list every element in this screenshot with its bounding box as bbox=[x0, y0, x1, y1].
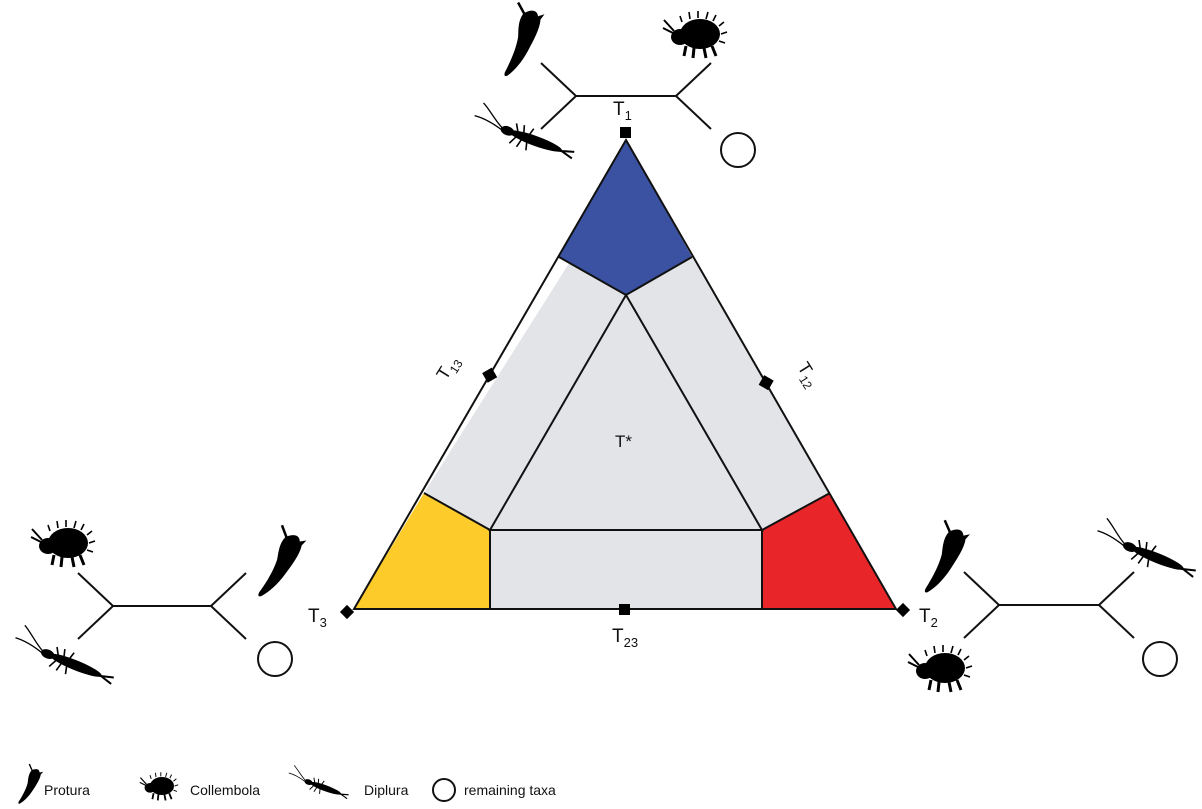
legend-label-diplura: Diplura bbox=[364, 782, 409, 798]
marker-t1 bbox=[620, 127, 631, 138]
label-t-star: T* bbox=[615, 432, 632, 451]
legend-label-protura: Protura bbox=[44, 782, 90, 798]
diplura-icon bbox=[285, 763, 353, 804]
collembola-icon bbox=[906, 643, 974, 694]
marker-t3 bbox=[339, 604, 355, 620]
circle-icon bbox=[432, 778, 456, 802]
protura-icon bbox=[256, 523, 310, 607]
protura-icon bbox=[923, 518, 974, 601]
region-t3 bbox=[354, 493, 490, 609]
tree-t1 bbox=[468, 1, 756, 168]
remaining-taxa-circle bbox=[720, 132, 756, 168]
simplex-triangle bbox=[352, 138, 898, 610]
collembola-icon bbox=[661, 9, 729, 60]
diplura-icon bbox=[8, 622, 121, 693]
marker-t2 bbox=[895, 602, 911, 618]
marker-t23 bbox=[619, 604, 630, 615]
collembola-icon bbox=[138, 771, 180, 802]
tree-t2 bbox=[906, 515, 1202, 694]
region-t12 bbox=[626, 257, 830, 530]
region-t1 bbox=[559, 140, 692, 295]
region-t2 bbox=[762, 493, 896, 609]
diplura-icon bbox=[468, 100, 581, 168]
region-t13 bbox=[424, 257, 626, 530]
label-t2: T2 bbox=[919, 606, 938, 630]
diplura-icon bbox=[1090, 515, 1202, 586]
marker-t13 bbox=[482, 367, 498, 383]
protura-icon bbox=[502, 1, 547, 83]
protura-icon bbox=[17, 763, 45, 809]
label-t12: T12 bbox=[790, 359, 823, 393]
remaining-taxa-circle bbox=[1142, 641, 1178, 677]
legend-label-collembola: Collembola bbox=[190, 782, 260, 798]
label-t23: T23 bbox=[612, 626, 638, 650]
tree-t3 bbox=[8, 518, 310, 693]
marker-t12 bbox=[758, 375, 774, 391]
remaining-taxa-circle bbox=[257, 641, 293, 677]
label-t13: T13 bbox=[432, 352, 465, 386]
region-t23 bbox=[490, 530, 762, 609]
label-t1: T1 bbox=[613, 99, 632, 123]
region-t-star bbox=[490, 295, 762, 530]
legend-label-remaining-taxa: remaining taxa bbox=[464, 782, 556, 798]
collembola-icon bbox=[29, 518, 97, 569]
legend: Protura Collembola Diplura remaining tax… bbox=[17, 763, 556, 809]
label-t3: T3 bbox=[308, 606, 327, 630]
